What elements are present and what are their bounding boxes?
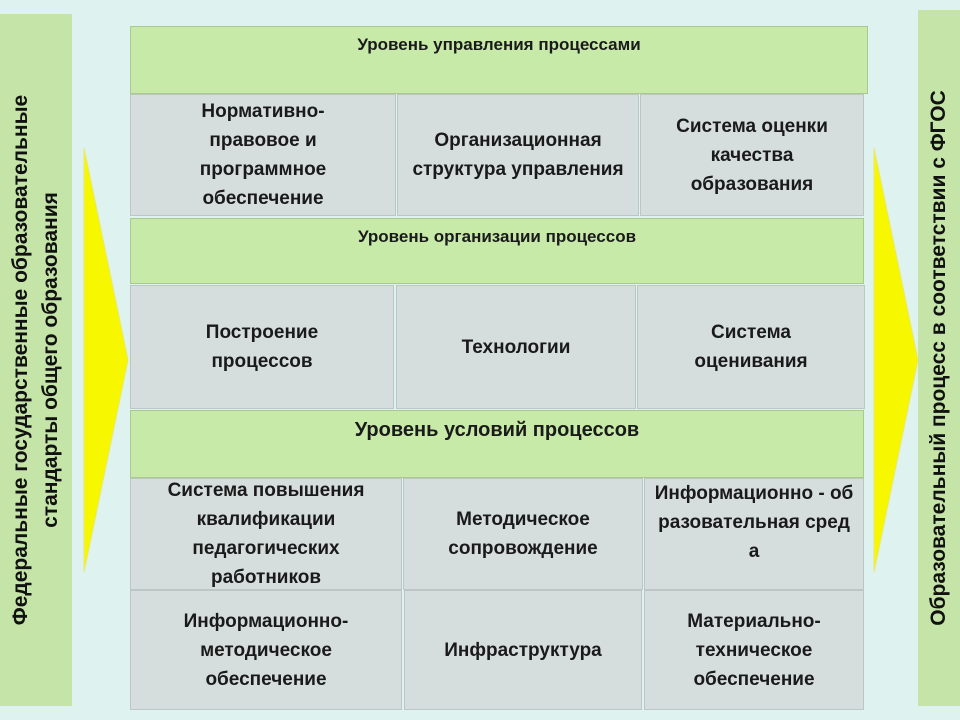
level-organization-band: Уровень организации процессов bbox=[130, 218, 864, 284]
right-panel-text: Образовательный процесс в соответствии с… bbox=[924, 38, 954, 678]
cell-infrastructure: Инфраструктура bbox=[404, 590, 642, 710]
cell-quality-system: Система оценки качества образования bbox=[640, 94, 864, 216]
level-conditions-band: Уровень условий процессов bbox=[130, 410, 864, 478]
cell-qualification-text: Система повышения квалификации педагогич… bbox=[167, 480, 365, 588]
cell-qualification: Система повышения квалификации педагогич… bbox=[130, 478, 402, 590]
cell-normative: Нормативно-правовое и программное обеспе… bbox=[130, 94, 396, 216]
right-process-panel: Образовательный процесс в соответствии с… bbox=[918, 10, 960, 706]
cell-info-method-text: Информационно-методическое обеспечение bbox=[183, 610, 349, 690]
cell-assessment-system-text: Система оценивания bbox=[694, 322, 808, 372]
level-management-band: Уровень управления процессами bbox=[130, 26, 868, 94]
cell-assessment-system: Система оценивания bbox=[637, 285, 865, 409]
cell-info-edu-environment: Информационно - образовательная среда bbox=[644, 478, 864, 590]
cell-org-structure-text: Организационная структура управления bbox=[412, 130, 624, 180]
cell-info-method: Информационно-методическое обеспечение bbox=[130, 590, 402, 710]
cell-infrastructure-text: Инфраструктура bbox=[444, 639, 602, 661]
level-management-title: Уровень управления процессами bbox=[357, 35, 641, 54]
left-arrow-icon bbox=[83, 147, 129, 573]
left-panel-line-1: Федеральные государственные образователь… bbox=[9, 94, 32, 626]
cell-material-technical-text: Материально-техническое обеспечение bbox=[687, 610, 821, 690]
cell-info-edu-environment-text: Информационно - образовательная среда bbox=[654, 483, 854, 562]
left-panel-text: Федеральные государственные образователь… bbox=[6, 40, 66, 680]
right-arrow-icon bbox=[873, 147, 919, 573]
cell-methodical-support: Методическое сопровождение bbox=[403, 478, 643, 590]
cell-technologies: Технологии bbox=[396, 285, 636, 409]
cell-quality-system-text: Система оценки качества образования bbox=[676, 115, 828, 195]
right-panel-line: Образовательный процесс в соответствии с… bbox=[927, 90, 950, 626]
cell-org-structure: Организационная структура управления bbox=[397, 94, 639, 216]
level-conditions-title: Уровень условий процессов bbox=[354, 419, 640, 441]
cell-process-building-text: Построение процессов bbox=[205, 322, 319, 372]
level-organization-title: Уровень организации процессов bbox=[357, 227, 637, 246]
cell-technologies-text: Технологии bbox=[461, 336, 571, 358]
cell-normative-text: Нормативно-правовое и программное обеспе… bbox=[199, 101, 327, 209]
cell-methodical-support-text: Методическое сопровождение bbox=[448, 509, 598, 559]
cell-material-technical: Материально-техническое обеспечение bbox=[644, 590, 864, 710]
left-panel-line-2: стандарты общего образования bbox=[39, 192, 62, 528]
left-standards-panel: Федеральные государственные образователь… bbox=[0, 14, 72, 706]
cell-process-building: Построение процессов bbox=[130, 285, 394, 409]
